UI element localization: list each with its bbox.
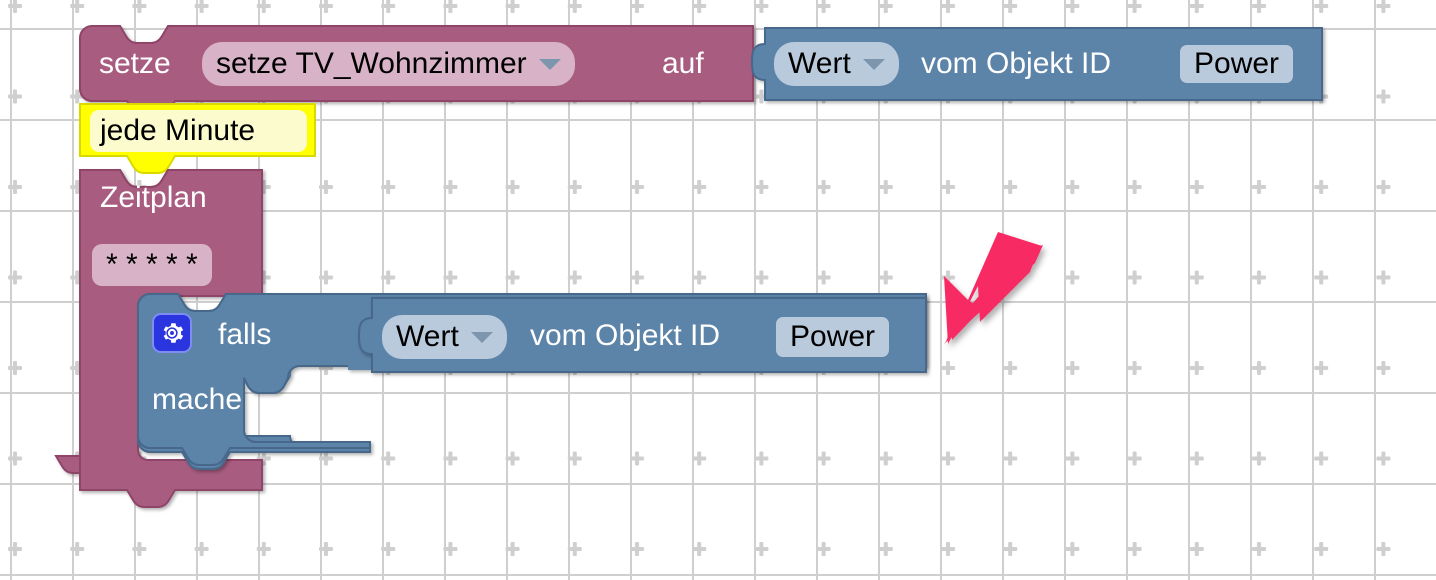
object-id-condition-value: Power [790, 320, 876, 353]
object-id-field-condition[interactable]: Power [776, 317, 890, 357]
object-id-top-value: Power [1194, 47, 1280, 80]
variable-dropdown-field[interactable]: setze TV_Wohnzimmer [202, 42, 575, 86]
value-type-dropdown-top[interactable]: Wert [774, 42, 899, 86]
setze-block-label-prefix: setze [99, 47, 171, 80]
gear-glyph [163, 323, 184, 343]
setze-block-label-suffix: auf [662, 47, 704, 80]
value-getter-top-label: vom Objekt ID [921, 47, 1112, 80]
wert-vom-objekt-block-top-shape[interactable] [750, 27, 1323, 101]
mache-label: mache [152, 383, 243, 416]
value-type-dropdown-condition[interactable]: Wert [382, 315, 507, 359]
chevron-down-icon [862, 58, 885, 70]
cron-expression-value: * * * * * [106, 248, 198, 281]
variable-dropdown-value: setze TV_Wohnzimmer [216, 47, 527, 80]
jede-minute-label: jede Minute [100, 114, 256, 147]
value-getter-condition-label: vom Objekt ID [530, 319, 721, 352]
jede-minute-hat-shape[interactable] [79, 103, 316, 174]
chevron-down-icon [538, 58, 561, 70]
zeitplan-label: Zeitplan [100, 181, 207, 214]
object-id-field-top[interactable]: Power [1180, 45, 1294, 83]
cron-expression-field[interactable]: * * * * * [92, 244, 212, 286]
value-type-dropdown-condition-value: Wert [396, 320, 459, 353]
pink-arrow-annotation [944, 232, 1043, 344]
chevron-down-icon [470, 331, 493, 343]
gear-icon[interactable] [152, 313, 192, 353]
falls-label: falls [218, 318, 272, 351]
value-type-dropdown-top-value: Wert [788, 47, 851, 80]
